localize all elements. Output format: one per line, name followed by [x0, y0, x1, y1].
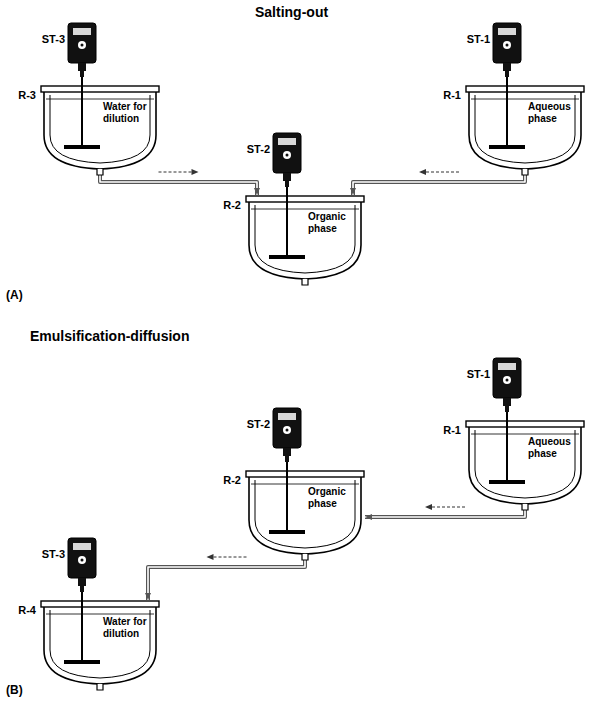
reactor-label: R-3	[18, 89, 36, 102]
content-label: Organic phase	[308, 211, 360, 234]
reactor-vessel	[245, 470, 365, 565]
transfer-pipe	[350, 169, 525, 195]
panel-letter: (B)	[6, 683, 23, 697]
transfer-pipe	[145, 554, 305, 600]
reactor: ST-3R-3Water for dilution	[40, 85, 160, 170]
reactor: ST-1R-1Aqueous phase	[465, 85, 585, 170]
reactor-vessel	[245, 195, 365, 290]
stirrer-label: ST-3	[42, 548, 65, 561]
reactor: ST-3R-4Water for dilution	[40, 600, 160, 685]
reactor: ST-1R-1Aqueous phase	[465, 420, 585, 505]
transfer-pipe	[100, 169, 260, 195]
reactor-label: R-1	[443, 424, 461, 437]
content-label: Aqueous phase	[528, 436, 580, 459]
reactor-vessel	[465, 85, 585, 180]
content-label: Aqueous phase	[528, 101, 580, 124]
reactor-vessel	[40, 600, 160, 695]
stirrer-label: ST-1	[467, 33, 490, 46]
content-label: Water for dilution	[103, 101, 155, 124]
panel-title: Emulsification-diffusion	[30, 328, 189, 344]
reactor-label: R-2	[223, 474, 241, 487]
stirrer-label: ST-2	[247, 143, 270, 156]
reactor: ST-2R-2Organic phase	[245, 195, 365, 280]
content-label: Organic phase	[308, 486, 360, 509]
reactor-label: R-4	[18, 604, 36, 617]
stirrer-motor	[67, 538, 97, 592]
stirrer-motor	[492, 358, 522, 412]
stirrer-label: ST-3	[42, 33, 65, 46]
stirrer-motor	[67, 23, 97, 77]
panel-title: Salting-out	[255, 4, 328, 20]
reactor-label: R-1	[443, 89, 461, 102]
panel-letter: (A)	[6, 288, 23, 302]
reactor: ST-2R-2Organic phase	[245, 470, 365, 555]
stirrer-motor	[272, 133, 302, 187]
reactor-vessel	[40, 85, 160, 180]
stirrer-motor	[492, 23, 522, 77]
content-label: Water for dilution	[103, 616, 155, 639]
transfer-pipe	[365, 504, 525, 520]
stirrer-label: ST-2	[247, 418, 270, 431]
reactor-vessel	[465, 420, 585, 515]
reactor-label: R-2	[223, 199, 241, 212]
stirrer-label: ST-1	[467, 368, 490, 381]
stirrer-motor	[272, 408, 302, 462]
